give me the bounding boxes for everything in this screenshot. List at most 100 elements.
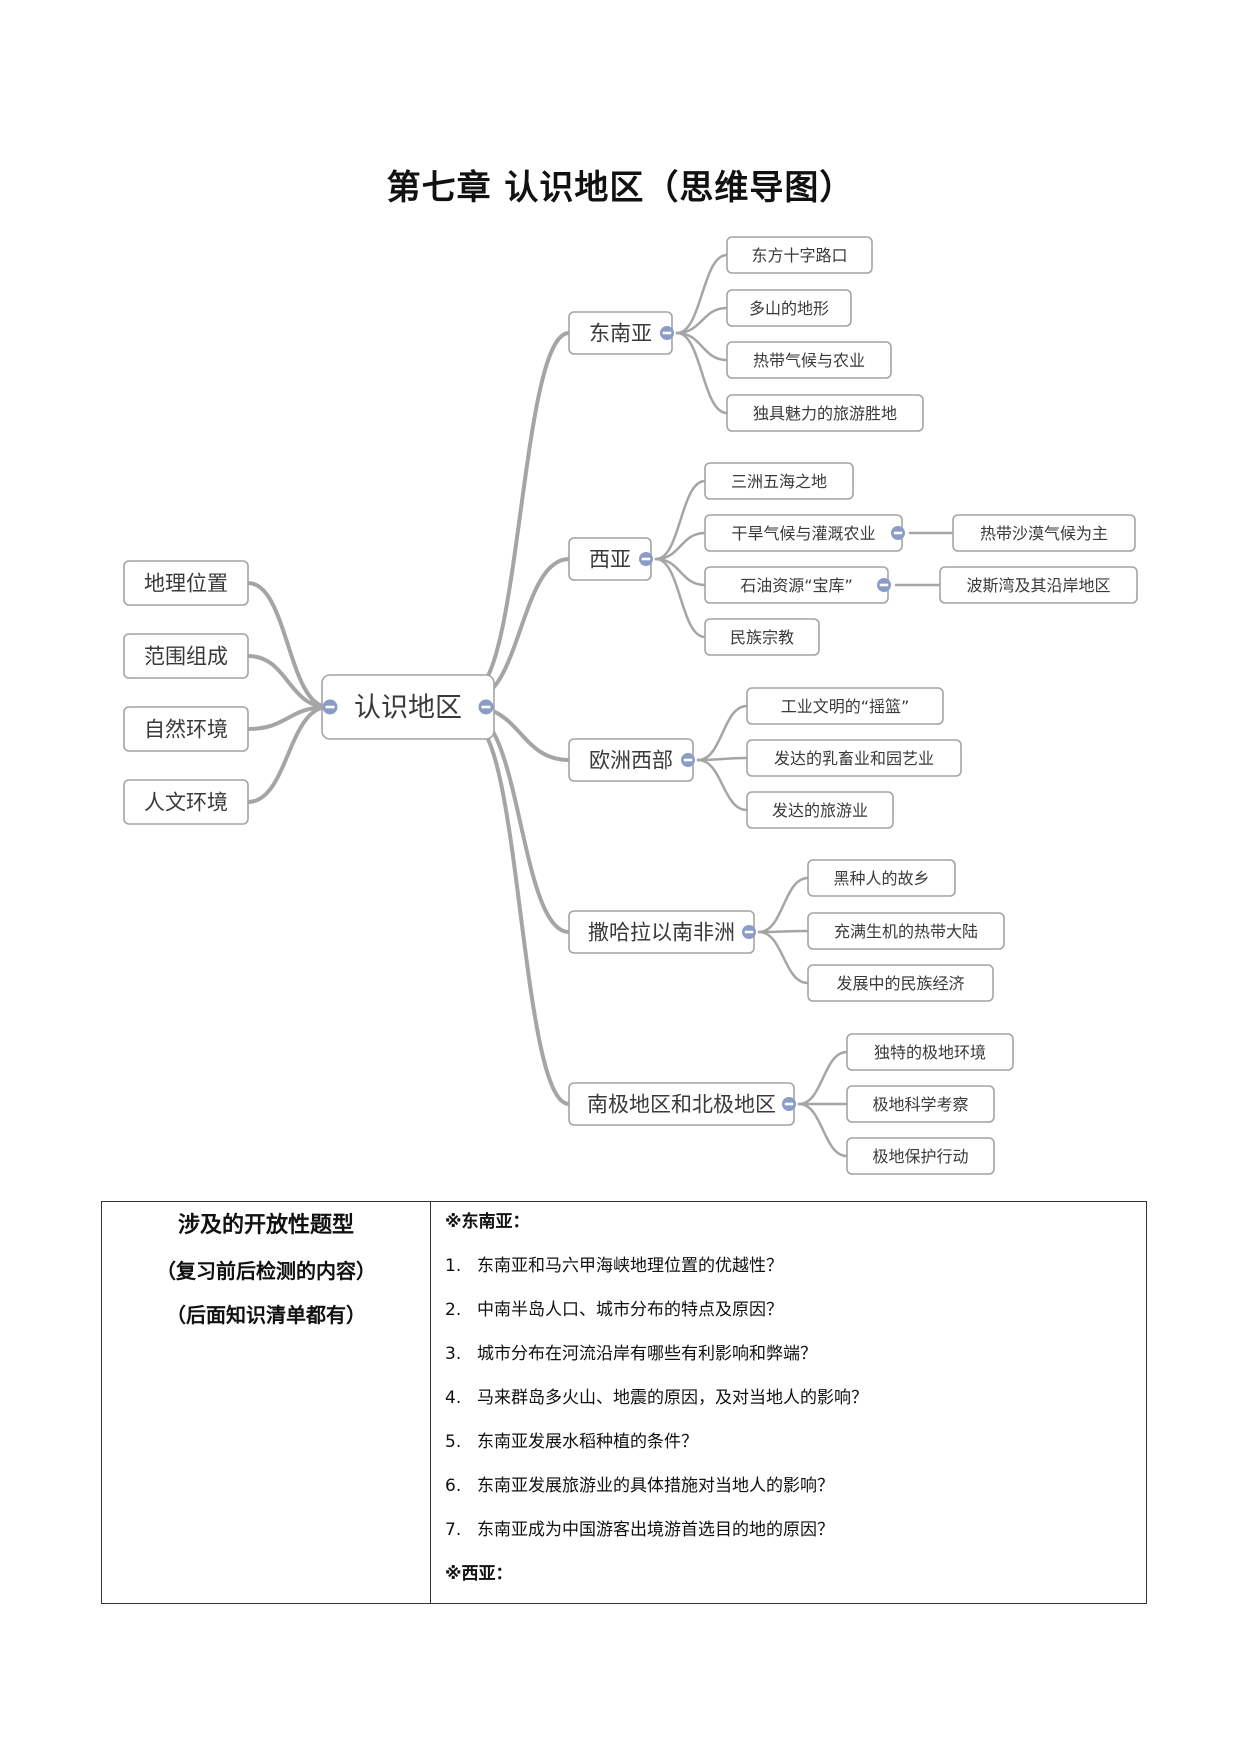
connector-line bbox=[675, 331, 729, 415]
node-label: 人文环境 bbox=[144, 791, 228, 815]
question-number: 5. bbox=[445, 1432, 462, 1452]
collapse-toggle-icon[interactable] bbox=[681, 753, 695, 767]
question-item: 1. 东南亚和马六甲海峡地理位置的优越性？ bbox=[445, 1255, 1146, 1277]
node-label: 波斯湾及其沿岸地区 bbox=[966, 576, 1110, 595]
question-item: 5. 东南亚发展水稻种植的条件？ bbox=[445, 1431, 1146, 1453]
node-label: 范围组成 bbox=[144, 645, 228, 669]
leaf-node[interactable]: 东方十字路口 bbox=[726, 236, 873, 274]
collapse-toggle-icon[interactable] bbox=[660, 326, 674, 340]
collapse-toggle-icon[interactable] bbox=[891, 526, 905, 540]
collapse-toggle-icon[interactable] bbox=[877, 578, 891, 592]
question-number: 2. bbox=[445, 1300, 462, 1320]
collapse-toggle-icon[interactable] bbox=[782, 1097, 796, 1111]
leaf-node[interactable]: 民族宗教 bbox=[704, 618, 820, 656]
branch-node[interactable]: 西亚 bbox=[568, 537, 652, 581]
leaf-node[interactable]: 发展中的民族经济 bbox=[807, 964, 994, 1002]
leaf-node[interactable]: 石油资源“宝库” bbox=[704, 566, 889, 604]
connector-line bbox=[470, 721, 571, 1106]
leaf-node[interactable]: 独具魅力的旅游胜地 bbox=[726, 394, 924, 432]
leaf-node[interactable]: 发达的乳畜业和园艺业 bbox=[746, 739, 962, 777]
node-label: 热带沙漠气候为主 bbox=[980, 524, 1108, 543]
node-label: 认识地区 bbox=[354, 693, 462, 724]
leaf-node[interactable]: 发达的旅游业 bbox=[746, 791, 894, 829]
branch-node[interactable]: 东南亚 bbox=[568, 311, 673, 355]
node-label: 黑种人的故乡 bbox=[833, 869, 929, 888]
node-label: 多山的地形 bbox=[749, 299, 829, 318]
node-label: 民族宗教 bbox=[730, 628, 794, 647]
left-branch-node[interactable]: 人文环境 bbox=[123, 779, 249, 825]
question-item: 4. 马来群岛多火山、地震的原因，及对当地人的影响？ bbox=[445, 1387, 1146, 1409]
connector-line bbox=[757, 876, 810, 934]
question-text: 东南亚发展旅游业的具体措施对当地人的影响？ bbox=[477, 1476, 834, 1496]
connector-line bbox=[675, 306, 729, 335]
leaf-node[interactable]: 三洲五海之地 bbox=[704, 462, 854, 500]
question-text: 城市分布在河流沿岸有哪些有利影响和弊端？ bbox=[477, 1344, 817, 1364]
connector-line bbox=[654, 479, 707, 561]
leaf-node[interactable]: 黑种人的故乡 bbox=[807, 859, 956, 897]
question-text: 东南亚发展水稻种植的条件？ bbox=[477, 1432, 698, 1452]
node-label: 极地保护行动 bbox=[872, 1147, 968, 1166]
leaf-node[interactable]: 干旱气候与灌溉农业 bbox=[704, 514, 903, 552]
connector-line bbox=[246, 654, 330, 709]
leaf-node[interactable]: 热带气候与农业 bbox=[726, 341, 892, 379]
section-heading-west-asia: ※西亚： bbox=[445, 1564, 513, 1584]
root-node[interactable]: 认识地区 bbox=[321, 674, 495, 740]
leaf-node[interactable]: 极地保护行动 bbox=[846, 1137, 995, 1175]
question-number: 6. bbox=[445, 1476, 462, 1496]
leaf-node[interactable]: 工业文明的“摇篮” bbox=[746, 687, 944, 725]
connector-line bbox=[797, 1102, 849, 1158]
node-label: 石油资源“宝库” bbox=[740, 576, 853, 595]
sub-leaf-node[interactable]: 热带沙漠气候为主 bbox=[952, 514, 1136, 552]
collapse-toggle-icon[interactable] bbox=[478, 699, 494, 715]
connector-line bbox=[654, 531, 707, 561]
question-number: 1. bbox=[445, 1256, 462, 1276]
question-item: 6. 东南亚发展旅游业的具体措施对当地人的影响？ bbox=[445, 1475, 1146, 1497]
connector-line bbox=[675, 253, 729, 335]
sub-leaf-node[interactable]: 波斯湾及其沿岸地区 bbox=[939, 566, 1138, 604]
question-type-cell: 涉及的开放性题型 （复习前后检测的内容） （后面知识清单都有） bbox=[102, 1202, 431, 1603]
node-label: 三洲五海之地 bbox=[731, 472, 827, 491]
question-type-heading: 涉及的开放性题型 bbox=[177, 1213, 354, 1238]
collapse-toggle-icon[interactable] bbox=[742, 925, 756, 939]
node-label: 东南亚 bbox=[589, 322, 652, 346]
left-branch-node[interactable]: 范围组成 bbox=[123, 633, 249, 679]
page-title: 第七章 认识地区（思维导图） bbox=[386, 168, 855, 208]
node-label: 撒哈拉以南非洲 bbox=[588, 921, 735, 945]
connector-line bbox=[757, 929, 810, 934]
node-label: 极地科学考察 bbox=[872, 1095, 968, 1114]
questions-table: 涉及的开放性题型 （复习前后检测的内容） （后面知识清单都有） ※东南亚： 1.… bbox=[101, 1201, 1147, 1604]
leaf-node[interactable]: 多山的地形 bbox=[726, 289, 852, 327]
question-item: 7.东南亚成为中国游客出境游首选目的地的原因？ bbox=[445, 1519, 1146, 1541]
branch-node[interactable]: 撒哈拉以南非洲 bbox=[568, 910, 755, 954]
branch-node[interactable]: 欧洲西部 bbox=[568, 738, 694, 782]
left-branch-node[interactable]: 自然环境 bbox=[123, 706, 249, 752]
node-label: 西亚 bbox=[589, 548, 631, 572]
node-label: 工业文明的“摇篮” bbox=[781, 697, 910, 716]
question-text: 马来群岛多火山、地震的原因，及对当地人的影响？ bbox=[477, 1388, 868, 1408]
leaf-node[interactable]: 充满生机的热带大陆 bbox=[807, 912, 1005, 950]
leaf-node[interactable]: 独特的极地环境 bbox=[846, 1033, 1014, 1071]
collapse-toggle-icon[interactable] bbox=[639, 552, 653, 566]
question-text: 东南亚和马六甲海峡地理位置的优越性？ bbox=[477, 1256, 783, 1276]
question-type-note-1: （复习前后检测的内容） bbox=[156, 1259, 376, 1283]
connector-line bbox=[696, 758, 749, 812]
collapse-toggle-icon[interactable] bbox=[322, 699, 338, 715]
question-number: 7. bbox=[445, 1520, 462, 1540]
node-label: 发达的旅游业 bbox=[772, 801, 868, 820]
branch-node[interactable]: 南极地区和北极地区 bbox=[568, 1082, 795, 1126]
connector-line bbox=[246, 581, 330, 709]
left-branch-node[interactable]: 地理位置 bbox=[123, 560, 249, 606]
leaf-node[interactable]: 极地科学考察 bbox=[846, 1085, 995, 1123]
node-label: 发展中的民族经济 bbox=[836, 974, 964, 993]
connector-line bbox=[797, 1050, 849, 1106]
node-label: 干旱气候与灌溉农业 bbox=[731, 524, 875, 543]
question-list-cell: ※东南亚： 1.东南亚和马六甲海峡地理位置的优越性？ 2.中南半岛人口、城市分布… bbox=[431, 1202, 1146, 1603]
question-number: 4. bbox=[445, 1388, 462, 1408]
node-label: 独特的极地环境 bbox=[874, 1043, 986, 1062]
question-item: 3.城市分布在河流沿岸有哪些有利影响和弊端？ bbox=[445, 1343, 1146, 1365]
connector-line bbox=[470, 331, 571, 693]
question-item: 2.中南半岛人口、城市分布的特点及原因？ bbox=[445, 1299, 1146, 1321]
question-type-note-2: （后面知识清单都有） bbox=[166, 1303, 366, 1327]
